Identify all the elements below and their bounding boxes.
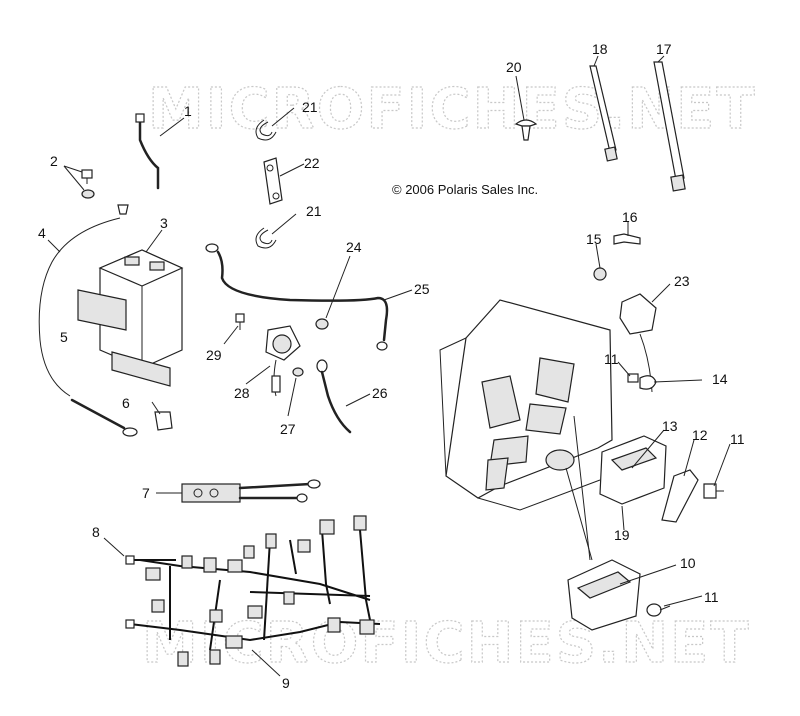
- part-14-clamp: [639, 375, 657, 390]
- part-3-battery: [98, 249, 184, 369]
- part-5-battery-pad: [77, 289, 171, 387]
- callout-3: 3: [160, 215, 168, 231]
- callout-6: 6: [122, 395, 130, 411]
- callout-5: 5: [60, 329, 68, 345]
- part-26-cable: [316, 359, 352, 434]
- part-21-clip-top: [255, 119, 277, 141]
- part-21-clip-bottom: [255, 227, 277, 249]
- part-27-nut: [292, 367, 304, 377]
- callout-29: 29: [206, 347, 222, 363]
- part-12-connector: [661, 469, 699, 523]
- part-6-battery-cable: [70, 398, 173, 437]
- callout-1: 1: [184, 103, 192, 119]
- callout-21-bottom: 21: [306, 203, 322, 219]
- part-11-bolt-bottom: [646, 603, 671, 617]
- part-10-ecu: [567, 559, 641, 631]
- part-24-nut: [315, 318, 329, 330]
- part-13-control-module: [599, 435, 667, 505]
- part-25-battery-cable: [205, 243, 389, 351]
- callout-15: 15: [586, 231, 602, 247]
- electrical-mounting-plate: [439, 299, 613, 511]
- callout-12: 12: [692, 427, 708, 443]
- part-18-cable-tie: [589, 65, 618, 162]
- callout-4: 4: [38, 225, 46, 241]
- part-11-bolt-upper: [627, 373, 639, 383]
- part-16-bolt: [613, 233, 641, 245]
- callout-18: 18: [592, 41, 608, 57]
- leader-lines: [47, 55, 731, 677]
- callout-26: 26: [372, 385, 388, 401]
- callout-27: 27: [280, 421, 296, 437]
- part-29-screw: [235, 313, 245, 330]
- watermark-top: MICROFICHES.NET: [148, 77, 757, 142]
- part-15-nut: [593, 267, 607, 281]
- callout-14: 14: [712, 371, 728, 387]
- callout-17: 17: [656, 41, 672, 57]
- callout-20: 20: [506, 59, 522, 75]
- part-22-bracket: [263, 157, 283, 205]
- watermark-bottom: MICROFICHES.NET: [142, 611, 751, 676]
- copyright-text: © 2006 Polaris Sales Inc.: [392, 182, 538, 197]
- callout-numbers: 1 2 3 4 5 6 7 8 9 10 11 11 11 12 13 14 1…: [38, 41, 745, 691]
- callout-21-top: 21: [302, 99, 318, 115]
- part-17-cable-tie: [653, 61, 686, 192]
- callout-22: 22: [304, 155, 320, 171]
- callout-2: 2: [50, 153, 58, 169]
- callout-9: 9: [282, 675, 290, 691]
- callout-16: 16: [622, 209, 638, 225]
- callout-24: 24: [346, 239, 362, 255]
- part-2-screw: [81, 169, 95, 199]
- part-11-bolt-right: [703, 483, 724, 499]
- callout-28: 28: [234, 385, 250, 401]
- terminal-cap: [117, 204, 129, 215]
- callout-11-bottom: 11: [704, 589, 719, 605]
- callout-7: 7: [142, 485, 150, 501]
- callout-13: 13: [662, 418, 678, 434]
- callout-8: 8: [92, 524, 100, 540]
- callout-19: 19: [614, 527, 630, 543]
- part-28-solenoid: [265, 325, 301, 397]
- part-9-wiring-harness: [125, 515, 381, 667]
- callout-10: 10: [680, 555, 696, 571]
- part-1-vent-tube: [135, 113, 160, 190]
- callout-25: 25: [414, 281, 430, 297]
- part-7-resistor: [181, 479, 321, 503]
- part-20-push-rivet: [514, 119, 538, 141]
- callout-23: 23: [674, 273, 690, 289]
- callout-11-upper: 11: [604, 351, 619, 367]
- callout-11-right: 11: [730, 431, 745, 447]
- part-4-battery-strap: [38, 217, 121, 397]
